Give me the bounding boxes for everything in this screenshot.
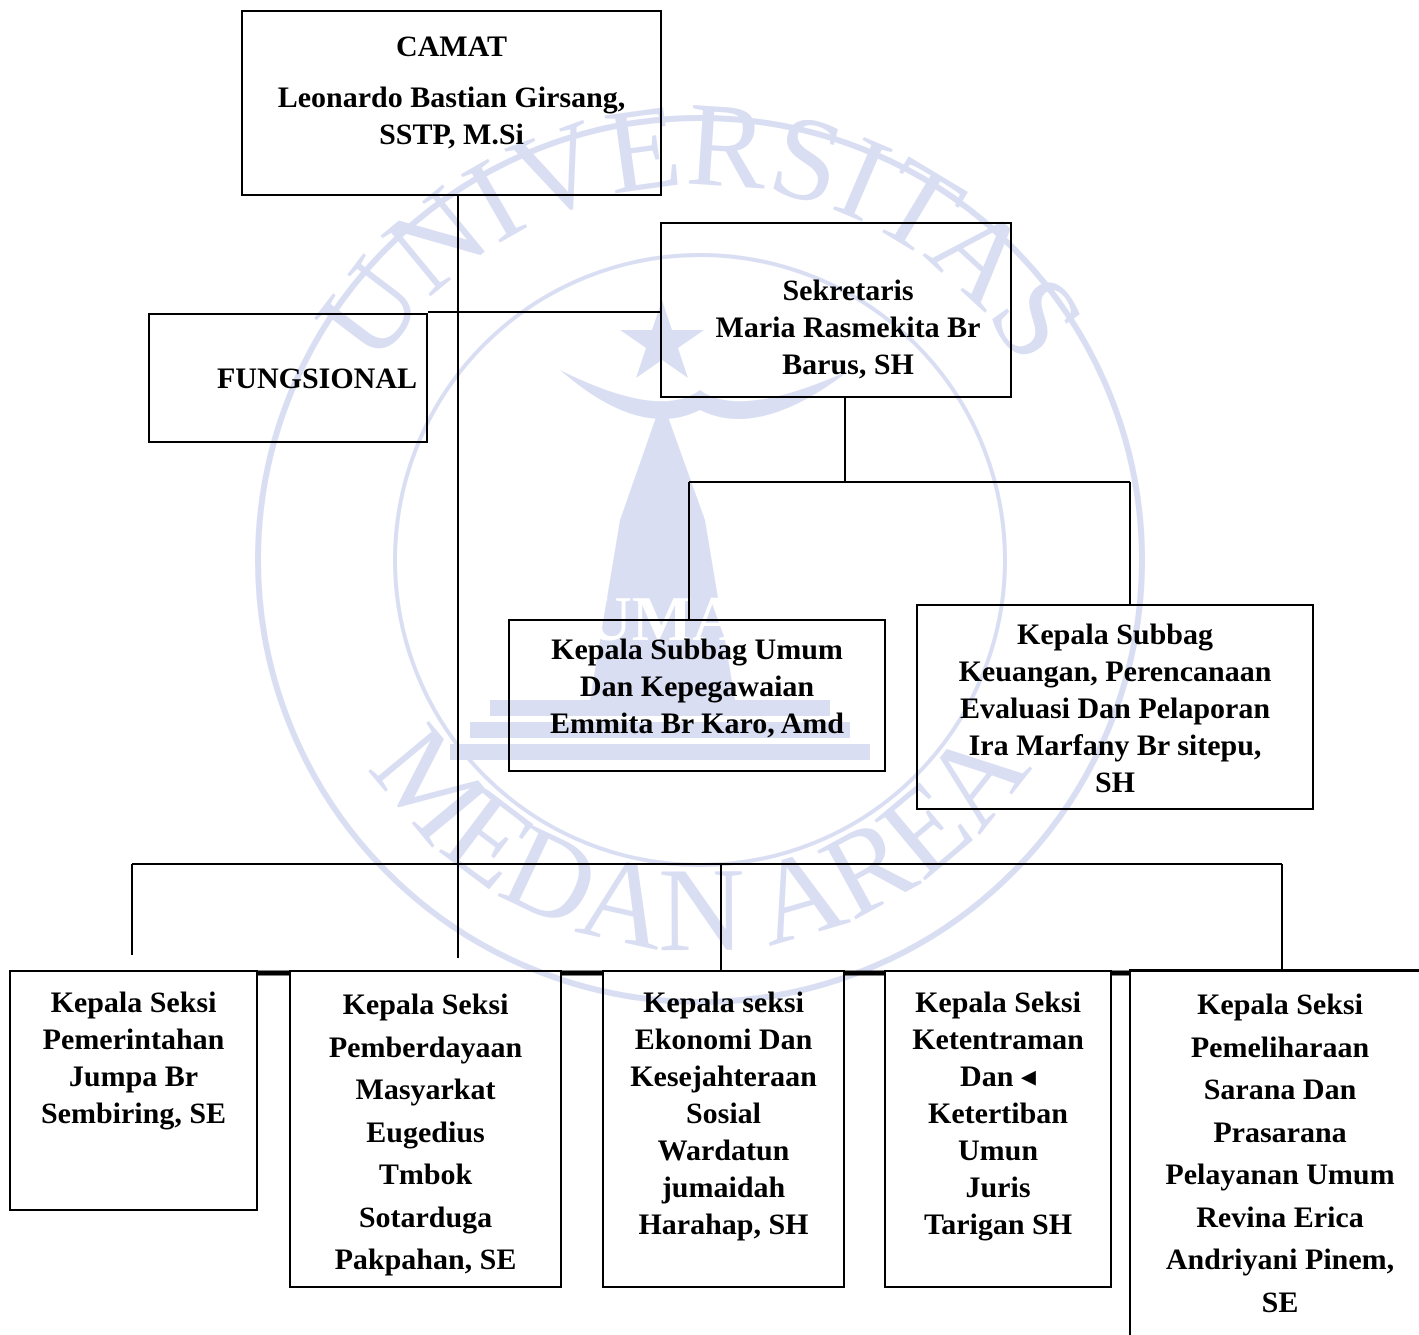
- subbag-umum-text: Kepala Subbag Umum Dan Kepegawaian Emmit…: [550, 633, 844, 740]
- seksi-pemberdayaan-text: Kepala Seksi Pemberdayaan Masyarkat Euge…: [328, 988, 523, 1276]
- seksi-pemeliharaan-text: Kepala Seksi Pemeliharaan Sarana Dan Pra…: [1165, 988, 1395, 1319]
- sekretaris-box: Sekretaris Maria Rasmekita Br Barus, SH: [660, 222, 1012, 398]
- fungsional-label: FUNGSIONAL: [216, 361, 418, 395]
- subbag-keuangan-box: Kepala Subbag Keuangan, Perencanaan Eval…: [916, 604, 1314, 810]
- subbag-keuangan-text: Kepala Subbag Keuangan, Perencanaan Eval…: [958, 618, 1272, 799]
- camat-title: CAMAT: [395, 30, 508, 63]
- seksi-ketentraman-text: Kepala Seksi Ketentraman Dan ◂ Ketertiba…: [912, 986, 1084, 1241]
- seksi-pemberdayaan-box: Kepala Seksi Pemberdayaan Masyarkat Euge…: [289, 970, 562, 1288]
- camat-name: Leonardo Bastian Girsang, SSTP, M.Si: [277, 81, 626, 151]
- subbag-umum-box: Kepala Subbag Umum Dan Kepegawaian Emmit…: [508, 619, 886, 772]
- camat-box: CAMAT Leonardo Bastian Girsang, SSTP, M.…: [241, 10, 662, 196]
- seksi-pemerintahan-text: Kepala Seksi Pemerintahan Jumpa Br Sembi…: [40, 986, 227, 1130]
- seksi-pemerintahan-box: Kepala Seksi Pemerintahan Jumpa Br Sembi…: [9, 970, 258, 1211]
- seksi-pemeliharaan-box: Kepala Seksi Pemeliharaan Sarana Dan Pra…: [1129, 970, 1419, 1335]
- seksi-ekonomi-text: Kepala seksi Ekonomi Dan Kesejahteraan S…: [630, 986, 817, 1241]
- seksi-ekonomi-box: Kepala seksi Ekonomi Dan Kesejahteraan S…: [602, 970, 845, 1288]
- sekretaris-text: Sekretaris Maria Rasmekita Br Barus, SH: [715, 274, 981, 381]
- seksi-ketentraman-box: Kepala Seksi Ketentraman Dan ◂ Ketertiba…: [884, 970, 1112, 1288]
- fungsional-box: FUNGSIONAL: [148, 313, 428, 443]
